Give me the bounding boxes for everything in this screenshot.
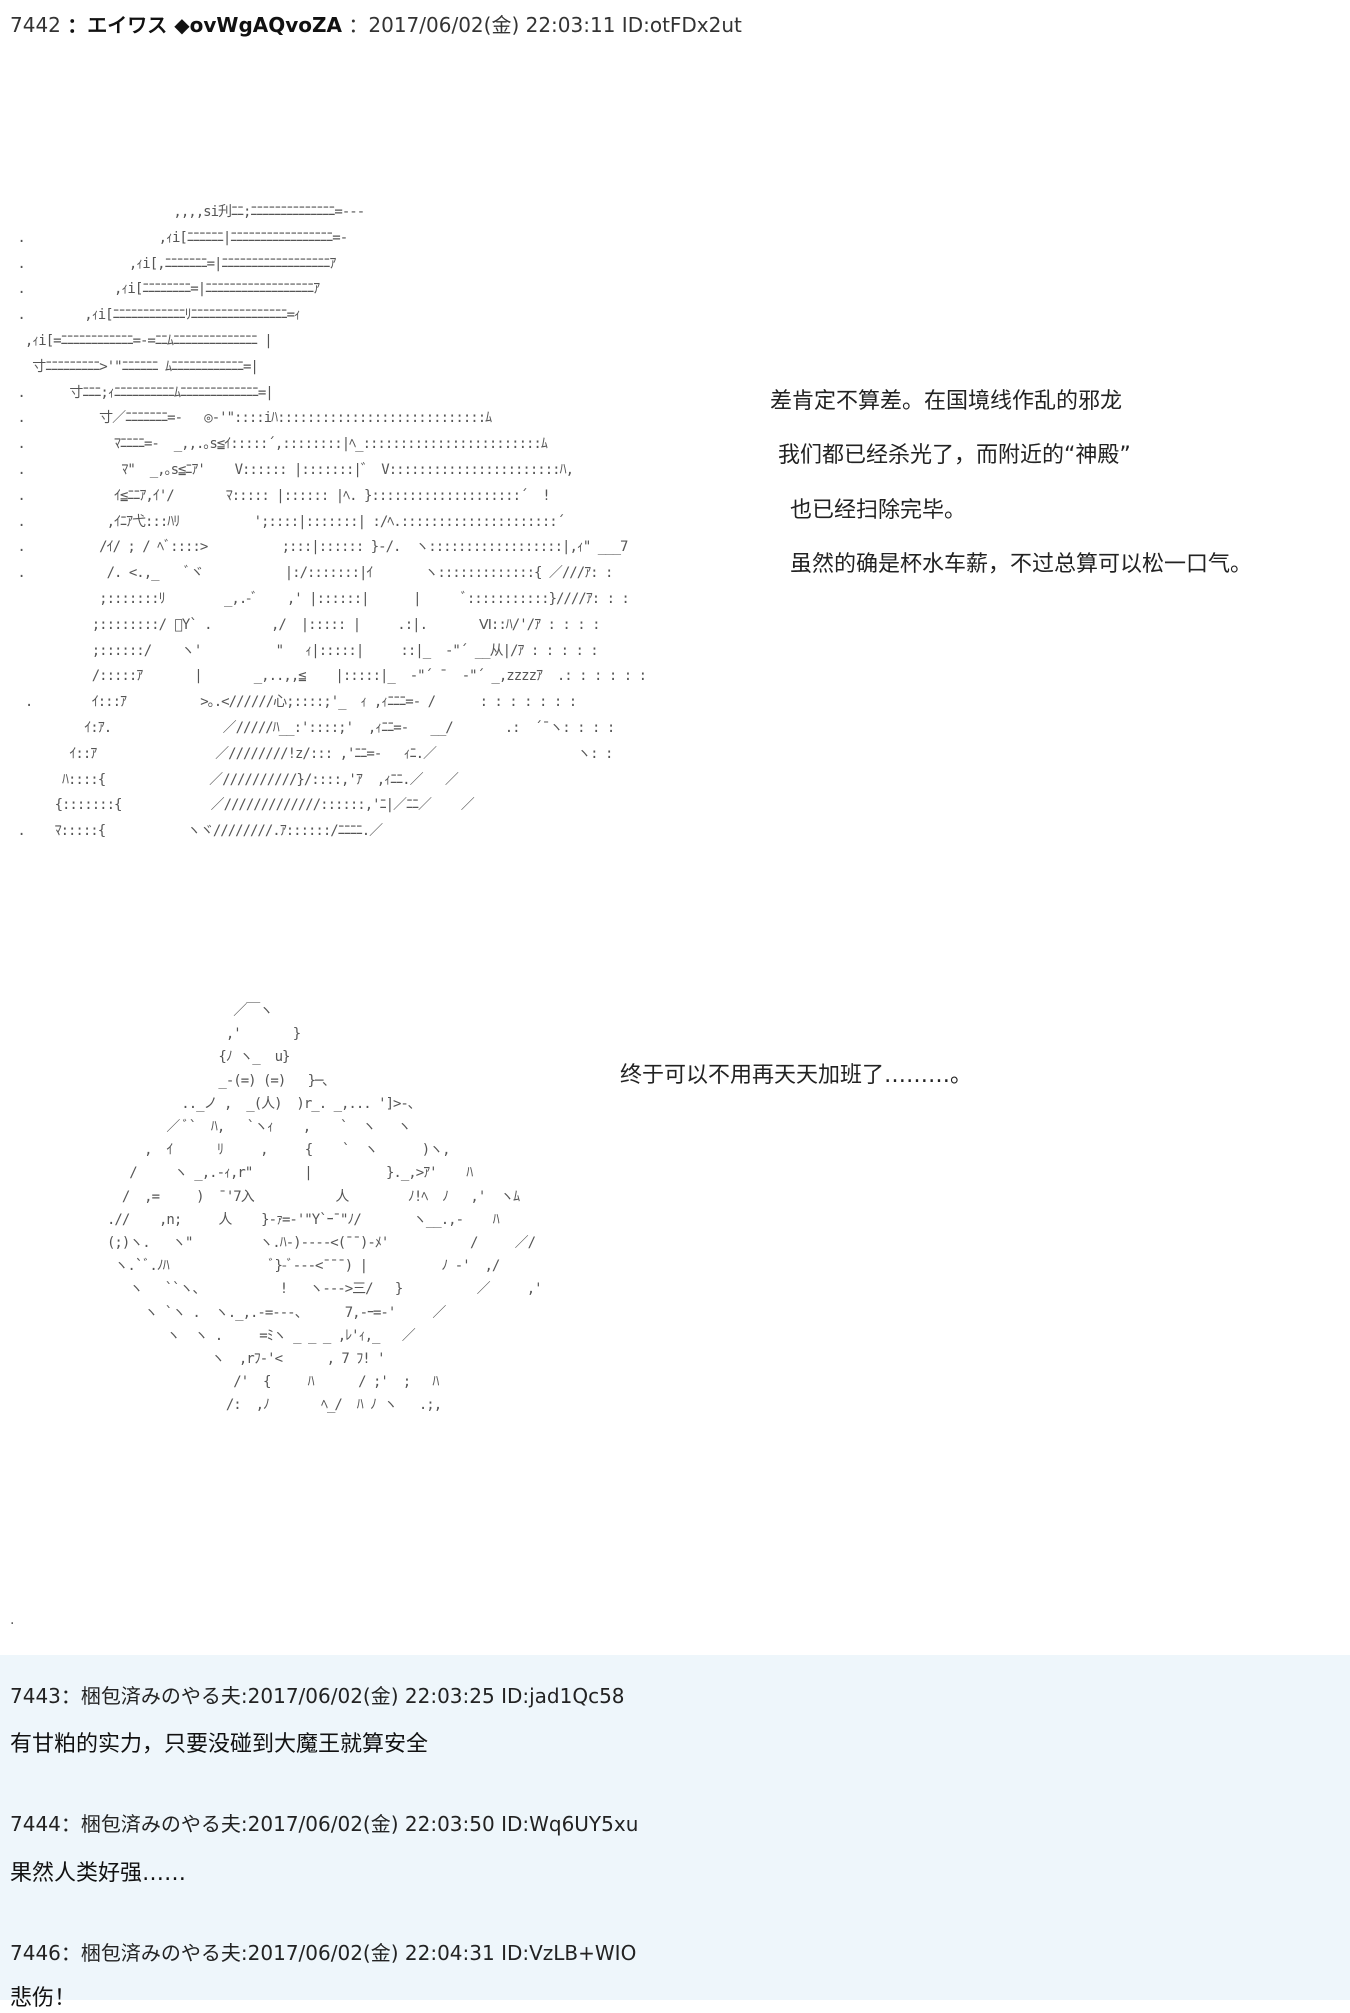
- post-meta: :2017/06/02(金) 22:04:31 ID:VzLB+WIO: [240, 1941, 637, 1965]
- replies-section: 7443：梱包済みのやる夫:2017/06/02(金) 22:03:25 ID:…: [0, 1655, 1350, 2011]
- post-meta: ：2017/06/02(金) 22:03:11 ID:otFDx2ut: [348, 13, 742, 37]
- post-number[interactable]: 7446: [10, 1941, 61, 1965]
- reply-body-7444: 果然人类好强……: [10, 1861, 187, 1886]
- poster-name: ：梱包済みのやる夫: [60, 1684, 241, 1708]
- post-number[interactable]: 7442: [10, 13, 61, 37]
- post-header-7443: 7443：梱包済みのやる夫:2017/06/02(金) 22:03:25 ID:…: [10, 1683, 625, 1709]
- post-number[interactable]: 7443: [10, 1684, 61, 1708]
- post-header-7446: 7446：梱包済みのやる夫:2017/06/02(金) 22:04:31 ID:…: [10, 1940, 636, 1966]
- post-header-7442: 7442 ：エイワス ◆ovWgAQvoZA ：2017/06/02(金) 22…: [10, 12, 742, 38]
- ascii-art-knight: ,,,,sі刋ﾆﾆ;ﾆﾆﾆﾆﾆﾆﾆﾆﾆﾆﾆﾆﾆﾆ=--- . ,ｨi[ﾆﾆﾆﾆﾆ…: [17, 204, 647, 840]
- poster-name: ：梱包済みのやる夫: [60, 1941, 241, 1965]
- post-number[interactable]: 7444: [10, 1812, 61, 1836]
- dialogue-line-2: 我们都已经杀光了，而附近的“神殿”: [778, 443, 1131, 468]
- dialogue-line-5: 终于可以不用再天天加班了………。: [620, 1063, 973, 1088]
- dialogue-line-3: 也已经扫除完毕。: [790, 498, 967, 523]
- reply-body-7443: 有甘粕的实力，只要没碰到大魔王就算安全: [10, 1732, 429, 1757]
- reply-body-7446: 悲伤！: [10, 1986, 77, 2011]
- dialogue-line-1: 差肯定不算差。在国境线作乱的邪龙: [770, 389, 1123, 414]
- poster-name: ：エイワス ◆ovWgAQvoZA: [67, 13, 343, 37]
- post-meta: :2017/06/02(金) 22:03:50 ID:Wq6UY5xu: [240, 1812, 639, 1836]
- poster-name: ：梱包済みのやる夫: [60, 1812, 241, 1836]
- post-header-7444: 7444：梱包済みのやる夫:2017/06/02(金) 22:03:50 ID:…: [10, 1811, 638, 1837]
- trailing-dot: .: [10, 1612, 15, 1628]
- dialogue-line-4: 虽然的确是杯水车薪，不过总算可以松一口气。: [790, 552, 1253, 577]
- ascii-art-muscle-man: ／￣ヽ ,' } {ﾉ ヽ_ u} _-(=) (=) }─､ .._ノ , _…: [107, 1003, 543, 1414]
- post-meta: :2017/06/02(金) 22:03:25 ID:jad1Qc58: [240, 1684, 625, 1708]
